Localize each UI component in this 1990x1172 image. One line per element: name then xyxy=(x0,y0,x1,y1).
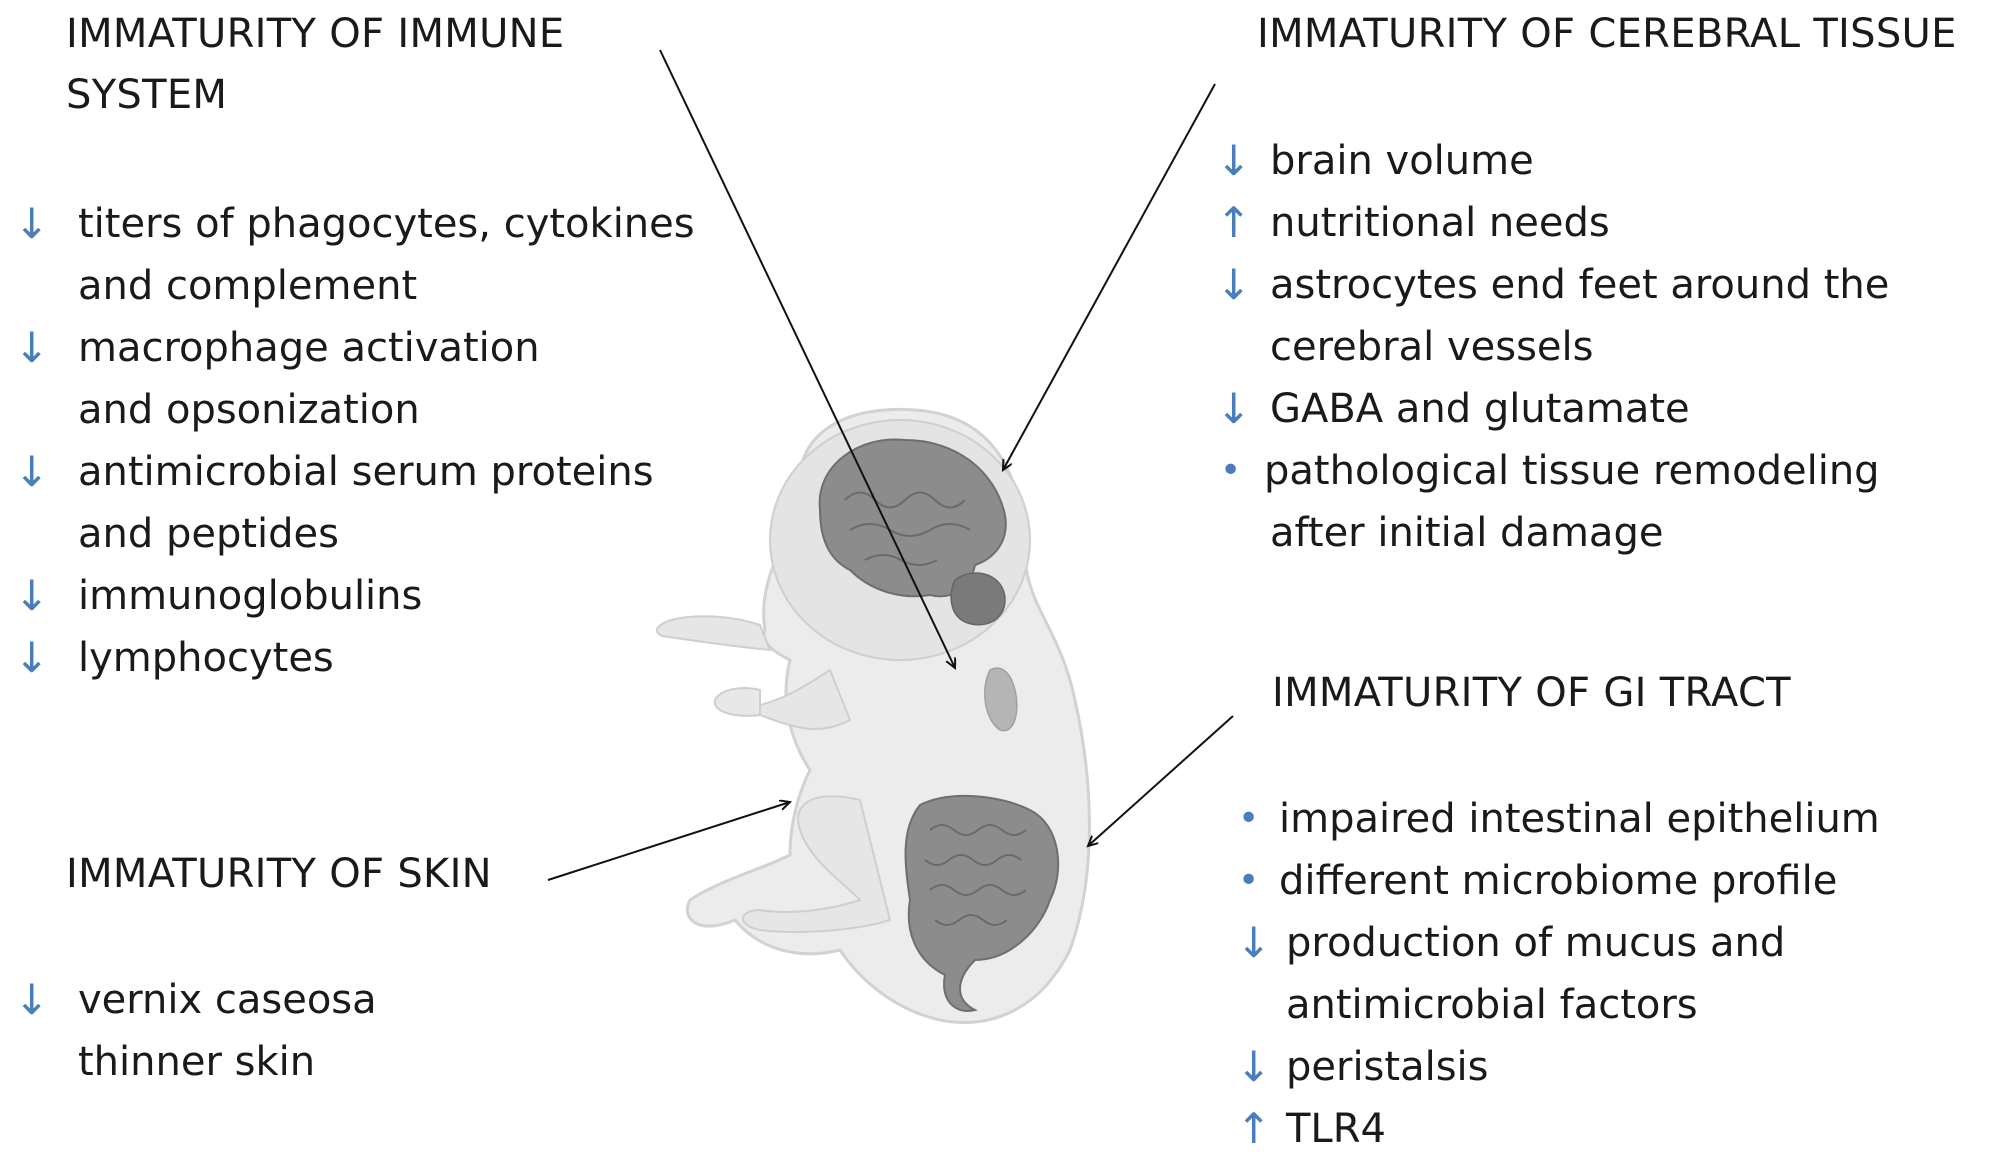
immune-heading: IMMATURITY OF IMMUNE SYSTEM xyxy=(66,4,564,126)
immune-list: ↓ titers of phagocytes, cytokines and co… xyxy=(10,193,695,689)
bullet-icon: • xyxy=(1238,798,1260,839)
list-item: ↓ titers of phagocytes, cytokines and co… xyxy=(10,193,695,317)
cerebellum-shape xyxy=(950,572,1006,626)
thymus-shape xyxy=(984,667,1018,732)
down-arrow-icon: ↓ xyxy=(14,447,50,496)
list-item: • pathological tissue remodeling after i… xyxy=(1212,440,1889,564)
item-text: vernix caseosa xyxy=(78,977,377,1023)
arrow-gi xyxy=(1088,715,1234,846)
list-item: ↓ immunoglobulins xyxy=(10,565,695,627)
item-text: after initial damage xyxy=(1270,510,1664,556)
list-item: ↓ peristalsis xyxy=(1232,1036,1880,1098)
fetus-hand xyxy=(713,687,761,717)
intestines-coils xyxy=(924,824,1027,926)
item-text: antimicrobial factors xyxy=(1286,982,1698,1028)
brain-folds xyxy=(844,491,971,566)
list-item: ↓ antimicrobial serum proteins and pepti… xyxy=(10,441,695,565)
up-arrow-icon: ↑ xyxy=(1216,198,1252,247)
down-arrow-icon: ↓ xyxy=(14,975,50,1024)
item-text: lymphocytes xyxy=(78,635,334,681)
list-item: ↑ nutritional needs xyxy=(1212,192,1889,254)
cerebral-list: ↓ brain volume ↑ nutritional needs ↓ ast… xyxy=(1212,130,1889,564)
list-item: ↓ GABA and glutamate xyxy=(1212,378,1889,440)
list-item: ↓ macrophage activation and opsonization xyxy=(10,317,695,441)
item-text: brain volume xyxy=(1270,138,1534,184)
list-item: ↓ lymphocytes xyxy=(10,627,695,689)
down-arrow-icon: ↓ xyxy=(1236,918,1272,967)
down-arrow-icon: ↓ xyxy=(14,199,50,248)
brain-shape xyxy=(818,438,1007,598)
item-text: and peptides xyxy=(78,511,339,557)
item-text: astrocytes end feet around the xyxy=(1270,262,1890,308)
skin-list: ↓ vernix caseosa thinner skin xyxy=(10,969,377,1093)
item-text: immunoglobulins xyxy=(78,573,423,619)
item-text: titers of phagocytes, cytokines xyxy=(78,201,695,247)
fetus-upper-arm xyxy=(655,615,772,652)
intestines-shape xyxy=(904,795,1060,1012)
down-arrow-icon: ↓ xyxy=(1216,260,1252,309)
skin-heading-line: IMMATURITY OF SKIN xyxy=(66,851,492,897)
cerebral-heading: IMMATURITY OF CEREBRAL TISSUE xyxy=(1257,4,1957,65)
item-text: GABA and glutamate xyxy=(1270,386,1690,432)
bullet-icon: • xyxy=(1220,450,1242,491)
down-arrow-icon: ↓ xyxy=(14,571,50,620)
list-item: ↓ production of mucus and antimicrobial … xyxy=(1232,912,1880,1036)
down-arrow-icon: ↓ xyxy=(1236,1042,1272,1091)
list-item: ↓ vernix caseosa thinner skin xyxy=(10,969,377,1093)
gi-heading: IMMATURITY OF GI TRACT xyxy=(1272,663,1791,724)
down-arrow-icon: ↓ xyxy=(14,323,50,372)
arrow-skin xyxy=(547,802,790,881)
item-text: production of mucus and xyxy=(1286,920,1786,966)
list-item: • impaired intestinal epithelium xyxy=(1232,788,1880,850)
skin-heading: IMMATURITY OF SKIN xyxy=(66,844,492,905)
list-item: ↑ TLR4 xyxy=(1232,1098,1880,1160)
arrow-cerebral xyxy=(1003,83,1216,470)
arrow-immune xyxy=(659,49,955,668)
immune-heading-line: IMMATURITY OF IMMUNE xyxy=(66,11,565,57)
item-text: peristalsis xyxy=(1286,1044,1489,1090)
item-text: impaired intestinal epithelium xyxy=(1279,796,1880,842)
fetus-leg xyxy=(742,795,892,933)
item-text: pathological tissue remodeling xyxy=(1264,448,1880,494)
down-arrow-icon: ↓ xyxy=(1216,136,1252,185)
immune-heading-line: SYSTEM xyxy=(66,72,228,118)
item-text: thinner skin xyxy=(78,1039,316,1085)
gi-list: • impaired intestinal epithelium • diffe… xyxy=(1232,788,1880,1160)
item-text: antimicrobial serum proteins xyxy=(78,449,654,495)
item-text: TLR4 xyxy=(1286,1106,1386,1152)
down-arrow-icon: ↓ xyxy=(14,633,50,682)
gi-heading-line: IMMATURITY OF GI TRACT xyxy=(1272,670,1791,716)
item-text: nutritional needs xyxy=(1270,200,1610,246)
item-text: macrophage activation xyxy=(78,325,540,371)
item-text: and complement xyxy=(78,263,418,309)
bullet-icon: • xyxy=(1238,860,1260,901)
list-item: ↓ brain volume xyxy=(1212,130,1889,192)
cerebral-heading-line: IMMATURITY OF CEREBRAL TISSUE xyxy=(1257,11,1957,57)
list-item: ↓ astrocytes end feet around the cerebra… xyxy=(1212,254,1889,378)
up-arrow-icon: ↑ xyxy=(1236,1104,1272,1153)
list-item: • different microbiome profile xyxy=(1232,850,1880,912)
item-text: different microbiome profile xyxy=(1279,858,1838,904)
item-text: cerebral vessels xyxy=(1270,324,1594,370)
item-text: and opsonization xyxy=(78,387,420,433)
down-arrow-icon: ↓ xyxy=(1216,384,1252,433)
